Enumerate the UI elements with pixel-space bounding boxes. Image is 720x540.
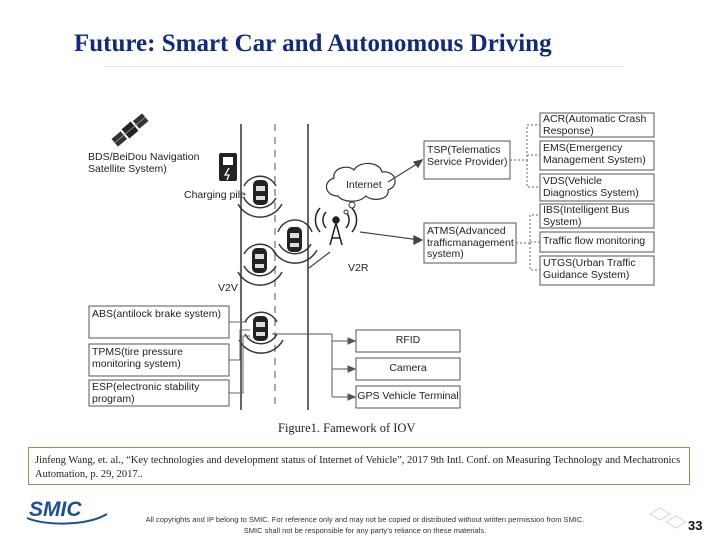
car-icon — [253, 180, 268, 205]
car-icon — [253, 316, 268, 341]
ems-box: EMS(Emergency Management System) — [543, 143, 646, 166]
car-icon — [287, 227, 302, 252]
signal-arcs — [237, 175, 318, 354]
internet-label: Internet — [346, 179, 382, 191]
vds-box: VDS(Vehicle Diagnostics System) — [543, 176, 639, 199]
page-number: 33 — [688, 518, 703, 533]
smic-logo: SMIC — [26, 498, 108, 525]
tpms-box: TPMS(tire pressure monitoring system) — [92, 347, 184, 370]
gps-terminal-box: GPS Vehicle Terminal — [357, 390, 459, 402]
sensor-connectors — [272, 333, 357, 401]
figure-caption: Figure1. Famework of IOV — [278, 421, 416, 435]
camera-box: Camera — [389, 362, 427, 374]
slide-title: Future: Smart Car and Autonomous Driving — [74, 30, 552, 57]
right-box-frames — [539, 112, 655, 286]
center-box-frames — [423, 140, 517, 264]
satellite-label: BDS/BeiDou Navigation Satellite System) — [88, 152, 200, 175]
internet-cloud — [325, 162, 396, 215]
title-divider — [104, 66, 624, 67]
traffic-flow-box: Traffic flow monitoring — [543, 236, 646, 247]
car-icon — [252, 248, 267, 273]
charging-pile-icon — [219, 153, 237, 181]
tsp-box: TSP(Telematics Service Provider) — [427, 145, 508, 168]
left-box-frames — [88, 305, 230, 407]
copyright-line-1: All copyrights and IP belong to SMIC. Fo… — [145, 515, 585, 524]
sensor-box-frames — [355, 329, 461, 409]
copyright-notice: All copyrights and IP belong to SMIC. Fo… — [100, 514, 630, 536]
corner-decoration — [649, 507, 687, 529]
logo-text: SMIC — [29, 498, 82, 521]
left-box-connectors — [229, 321, 250, 394]
satellite-icon — [111, 113, 149, 147]
connection-arrows — [308, 159, 424, 269]
rfid-box: RFID — [395, 334, 421, 346]
acr-box: ACR(Automatic Crash Response) — [543, 114, 647, 137]
citation-box: Jinfeng Wang, et. al., “Key technologies… — [28, 447, 690, 485]
roadside-antenna-icon — [314, 207, 358, 246]
charging-pile-label: Charging pile — [184, 189, 246, 201]
v2v-label: V2V — [218, 282, 238, 294]
right-box-connectors — [510, 124, 540, 271]
utgs-box: UTGS(Urban Traffic Guidance System) — [543, 258, 636, 281]
copyright-line-2: SMIC shall not be responsible for any pa… — [243, 526, 487, 535]
abs-box: ABS(antilock brake system) — [92, 309, 221, 320]
esp-box: ESP(electronic stability program) — [92, 382, 200, 405]
ibs-box: IBS(Intelligent Bus System) — [543, 205, 630, 228]
v2r-label: V2R — [348, 262, 369, 274]
road — [240, 124, 309, 410]
atms-box: ATMS(Advanced trafficmanagement system) — [427, 226, 514, 260]
